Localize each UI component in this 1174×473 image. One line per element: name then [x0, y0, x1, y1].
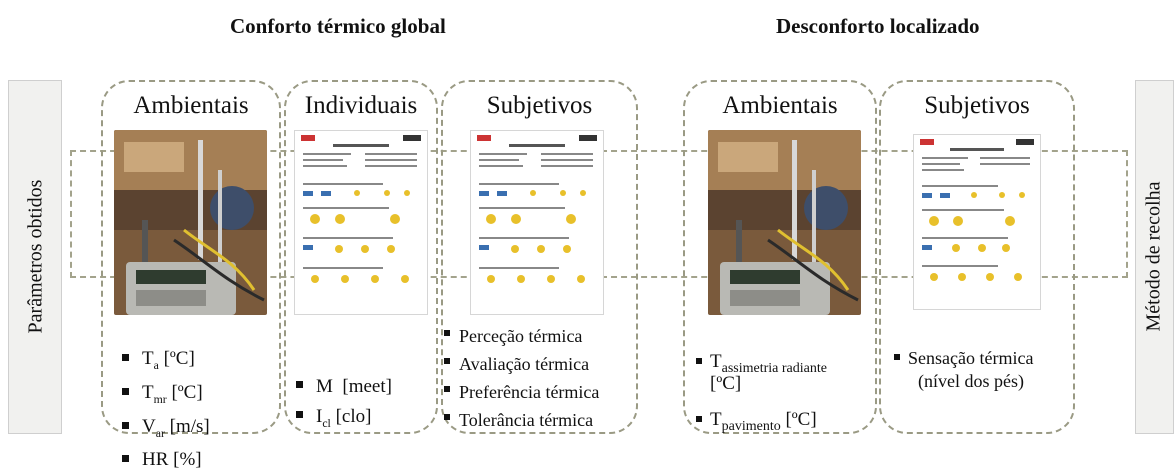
param-sensacao: Sensação térmica [892, 346, 1033, 370]
param-m: M [meet] [294, 372, 392, 402]
questionnaire-thumbnail-1 [294, 130, 428, 315]
param-list-subjetivos-2: Sensação térmica [892, 346, 1033, 370]
param-tmr: Tmr [ºC] [120, 379, 210, 413]
param-hr: HR [%] [120, 446, 210, 473]
param-t-assimetria: Tassimetria radiante [694, 350, 827, 381]
param-percecao: Perceção térmica [442, 322, 599, 350]
param-list-ambientais-1: Ta [ºC] Tmr [ºC] Var [m/s] HR [%] [120, 345, 210, 473]
left-strip [8, 80, 62, 434]
column-title-ambientais-1: Ambientais [133, 92, 249, 119]
right-strip-label: Método de recolha [1142, 181, 1165, 332]
heading-global-comfort: Conforto térmico global [230, 14, 446, 38]
param-list-ambientais-2b: Tpavimento [ºC] [694, 408, 817, 439]
column-box-ambientais-2 [683, 80, 877, 434]
column-box-ambientais-1 [101, 80, 281, 434]
questionnaire-thumbnail-2 [470, 130, 604, 315]
right-strip [1135, 80, 1174, 434]
column-box-individuais [284, 80, 438, 434]
measurement-device-photo-1 [114, 130, 267, 315]
questionnaire-thumbnail-3 [913, 134, 1041, 310]
heading-local-discomfort: Desconforto localizado [776, 14, 980, 38]
param-t-pavimento: Tpavimento [ºC] [694, 408, 817, 439]
param-list-individuais: M [meet] Icl [clo] [294, 372, 392, 439]
param-t-assimetria-unit: [ºC] [710, 373, 742, 394]
param-sensacao-note: (nível dos pés) [918, 371, 1024, 391]
column-box-subjetivos-1 [441, 80, 638, 434]
column-title-subjetivos-2: Subjetivos [924, 92, 1030, 119]
param-list-subjetivos-1: Perceção térmica Avaliação térmica Prefe… [442, 322, 599, 434]
param-avaliacao: Avaliação térmica [442, 350, 599, 378]
param-icl: Icl [clo] [294, 402, 392, 439]
column-box-subjetivos-2 [879, 80, 1075, 434]
param-tolerancia: Tolerância térmica [442, 406, 599, 434]
param-var: Var [m/s] [120, 413, 210, 447]
left-strip-label: Parâmetros obtidos [24, 179, 47, 334]
column-title-subjetivos-1: Subjetivos [486, 92, 593, 119]
param-ta: Ta [ºC] [120, 345, 210, 379]
column-title-ambientais-2: Ambientais [722, 92, 838, 119]
measurement-device-photo-2 [708, 130, 861, 315]
param-preferencia: Preferência térmica [442, 378, 599, 406]
param-list-ambientais-2: Tassimetria radiante [694, 350, 827, 381]
column-title-individuais: Individuais [304, 92, 418, 119]
